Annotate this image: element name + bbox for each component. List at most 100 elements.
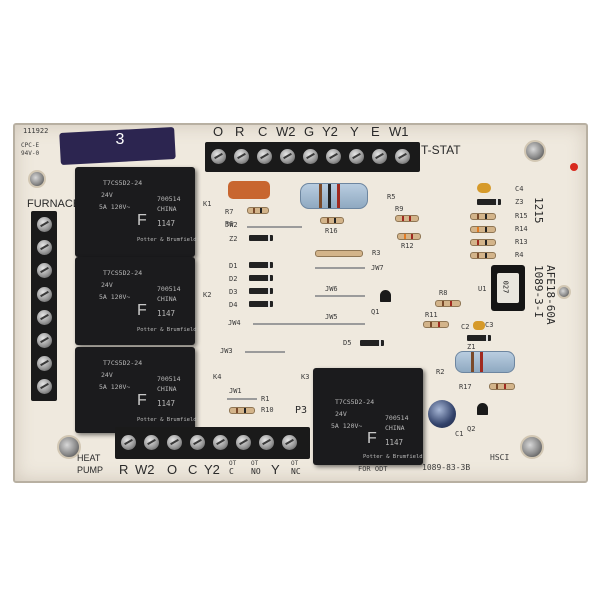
tstat-screw-o[interactable] <box>211 149 226 164</box>
lot-number: 111922 <box>23 127 49 135</box>
label-r10: R10 <box>261 406 274 414</box>
relay-rating: 5A 120V~ <box>331 422 363 430</box>
circuit-board: 111922 CPC-E 94V-0 3 O R C W2 G Y2 Y E W… <box>13 123 588 483</box>
hp-out-top-1: OT <box>229 460 237 467</box>
ul-mark-line2: 94V-0 <box>21 150 40 157</box>
heat-pump-screw-c[interactable] <box>190 435 205 450</box>
heat-pump-screw-o[interactable] <box>167 435 182 450</box>
label-r14: R14 <box>515 225 528 233</box>
hp-out-top-4: OT <box>291 460 299 467</box>
tstat-label-w1: W1 <box>389 124 409 139</box>
hp-label-y2: Y2 <box>204 462 220 477</box>
label-d1: D1 <box>229 262 238 270</box>
relay-k1-label: K1 <box>203 200 212 208</box>
hp-out-bottom-1: C <box>229 467 234 476</box>
tstat-screw-w2[interactable] <box>280 149 295 164</box>
jumper-jw7 <box>315 267 365 269</box>
heat-pump-title-line1: HEAT <box>77 453 101 463</box>
furnace-screw-3[interactable] <box>37 263 52 278</box>
furnace-screw-1[interactable] <box>37 217 52 232</box>
tstat-screw-e[interactable] <box>372 149 387 164</box>
label-r13: R13 <box>515 238 528 246</box>
label-c4: C4 <box>515 185 524 193</box>
diode-d4 <box>249 301 273 307</box>
diode-z2 <box>249 235 273 241</box>
transistor-q1 <box>380 290 391 302</box>
capacitor-c4 <box>477 183 491 193</box>
label-r3: R3 <box>372 249 381 257</box>
relay-k4-label: K4 <box>213 373 222 381</box>
tstat-label-w2: W2 <box>276 124 296 139</box>
power-resistor-r2 <box>455 351 515 373</box>
label-q2: Q2 <box>467 425 476 433</box>
label-r4: R4 <box>515 251 524 259</box>
furnace-screw-4[interactable] <box>37 287 52 302</box>
tstat-screw-y[interactable] <box>349 149 364 164</box>
label-d4: D4 <box>229 301 238 309</box>
label-z3: Z3 <box>515 198 524 206</box>
mounting-hole-bottom-right <box>520 435 544 459</box>
mounting-hole-top-left <box>28 170 46 188</box>
label-r2: R2 <box>436 368 445 376</box>
hp-label-c: C <box>188 462 198 477</box>
relay-origin: CHINA <box>385 424 405 432</box>
relay-model: T7CS5D2-24 <box>103 269 143 277</box>
tstat-title: T-STAT <box>421 143 461 157</box>
label-jw1: JW1 <box>229 387 242 395</box>
resistor-r12 <box>389 233 429 240</box>
ic-label: U1 <box>478 285 487 293</box>
relay-coil: 24V <box>101 281 113 289</box>
ic-chip-label: 027 <box>501 280 510 294</box>
relay-code: 700514 <box>385 414 409 422</box>
model-number: AFE18-60A <box>544 265 557 325</box>
relay-code: 700514 <box>157 195 181 203</box>
label-c3: C3 <box>485 321 494 329</box>
relay-k3-label: K3 <box>301 373 310 381</box>
tstat-screw-g[interactable] <box>303 149 318 164</box>
furnace-screw-8[interactable] <box>37 379 52 394</box>
heat-pump-screw-w2[interactable] <box>144 435 159 450</box>
diode-z1 <box>467 335 491 341</box>
resistor-r10 <box>221 407 263 414</box>
heat-pump-screw-y[interactable] <box>282 435 297 450</box>
relay-coil: 24V <box>101 371 113 379</box>
tstat-screw-y2[interactable] <box>326 149 341 164</box>
hp-label-w2: W2 <box>135 462 155 477</box>
resistor-r3 <box>307 250 371 257</box>
resistor-r13 <box>462 239 504 246</box>
tstat-label-y2: Y2 <box>322 124 338 139</box>
diode-z3 <box>477 199 501 205</box>
relay-maker: Potter & Brumfield <box>137 237 197 243</box>
furnace-screw-6[interactable] <box>37 333 52 348</box>
relay-maker: Potter & Brumfield <box>363 454 423 460</box>
tstat-screw-c[interactable] <box>257 149 272 164</box>
furnace-screw-5[interactable] <box>37 310 52 325</box>
tstat-screw-r[interactable] <box>234 149 249 164</box>
label-r1: R1 <box>261 395 270 403</box>
relay-date: 1147 <box>157 219 176 228</box>
tstat-label-r: R <box>235 124 245 139</box>
relay-k4: T7CS5D2-24 24V 5A 120V~ 700514 CHINA F 1… <box>75 347 197 433</box>
diode-d2 <box>249 275 273 281</box>
label-r5: R5 <box>387 193 396 201</box>
label-r12: R12 <box>401 242 414 250</box>
furnace-screw-7[interactable] <box>37 356 52 371</box>
label-d5: D5 <box>343 339 352 347</box>
heat-pump-screw-ot-c[interactable] <box>236 435 251 450</box>
resistor-r7 <box>239 207 277 214</box>
resistor-r14 <box>462 226 504 233</box>
resistor-r17 <box>481 383 523 390</box>
heat-pump-screw-ot-no[interactable] <box>259 435 274 450</box>
red-marker-dot <box>570 163 578 171</box>
capacitor-orange <box>228 181 270 199</box>
resistor-r9 <box>387 215 427 222</box>
relay-rating: 5A 120V~ <box>99 383 131 391</box>
transistor-q2 <box>477 403 488 415</box>
tstat-screw-w1[interactable] <box>395 149 410 164</box>
furnace-screw-2[interactable] <box>37 240 52 255</box>
heat-pump-screw-y2[interactable] <box>213 435 228 450</box>
for-odt-label: FOR ODT <box>358 465 388 473</box>
relay-model: T7CS5D2-24 <box>103 179 143 187</box>
hp-out-bottom-3: Y <box>271 462 280 477</box>
heat-pump-screw-r[interactable] <box>121 435 136 450</box>
